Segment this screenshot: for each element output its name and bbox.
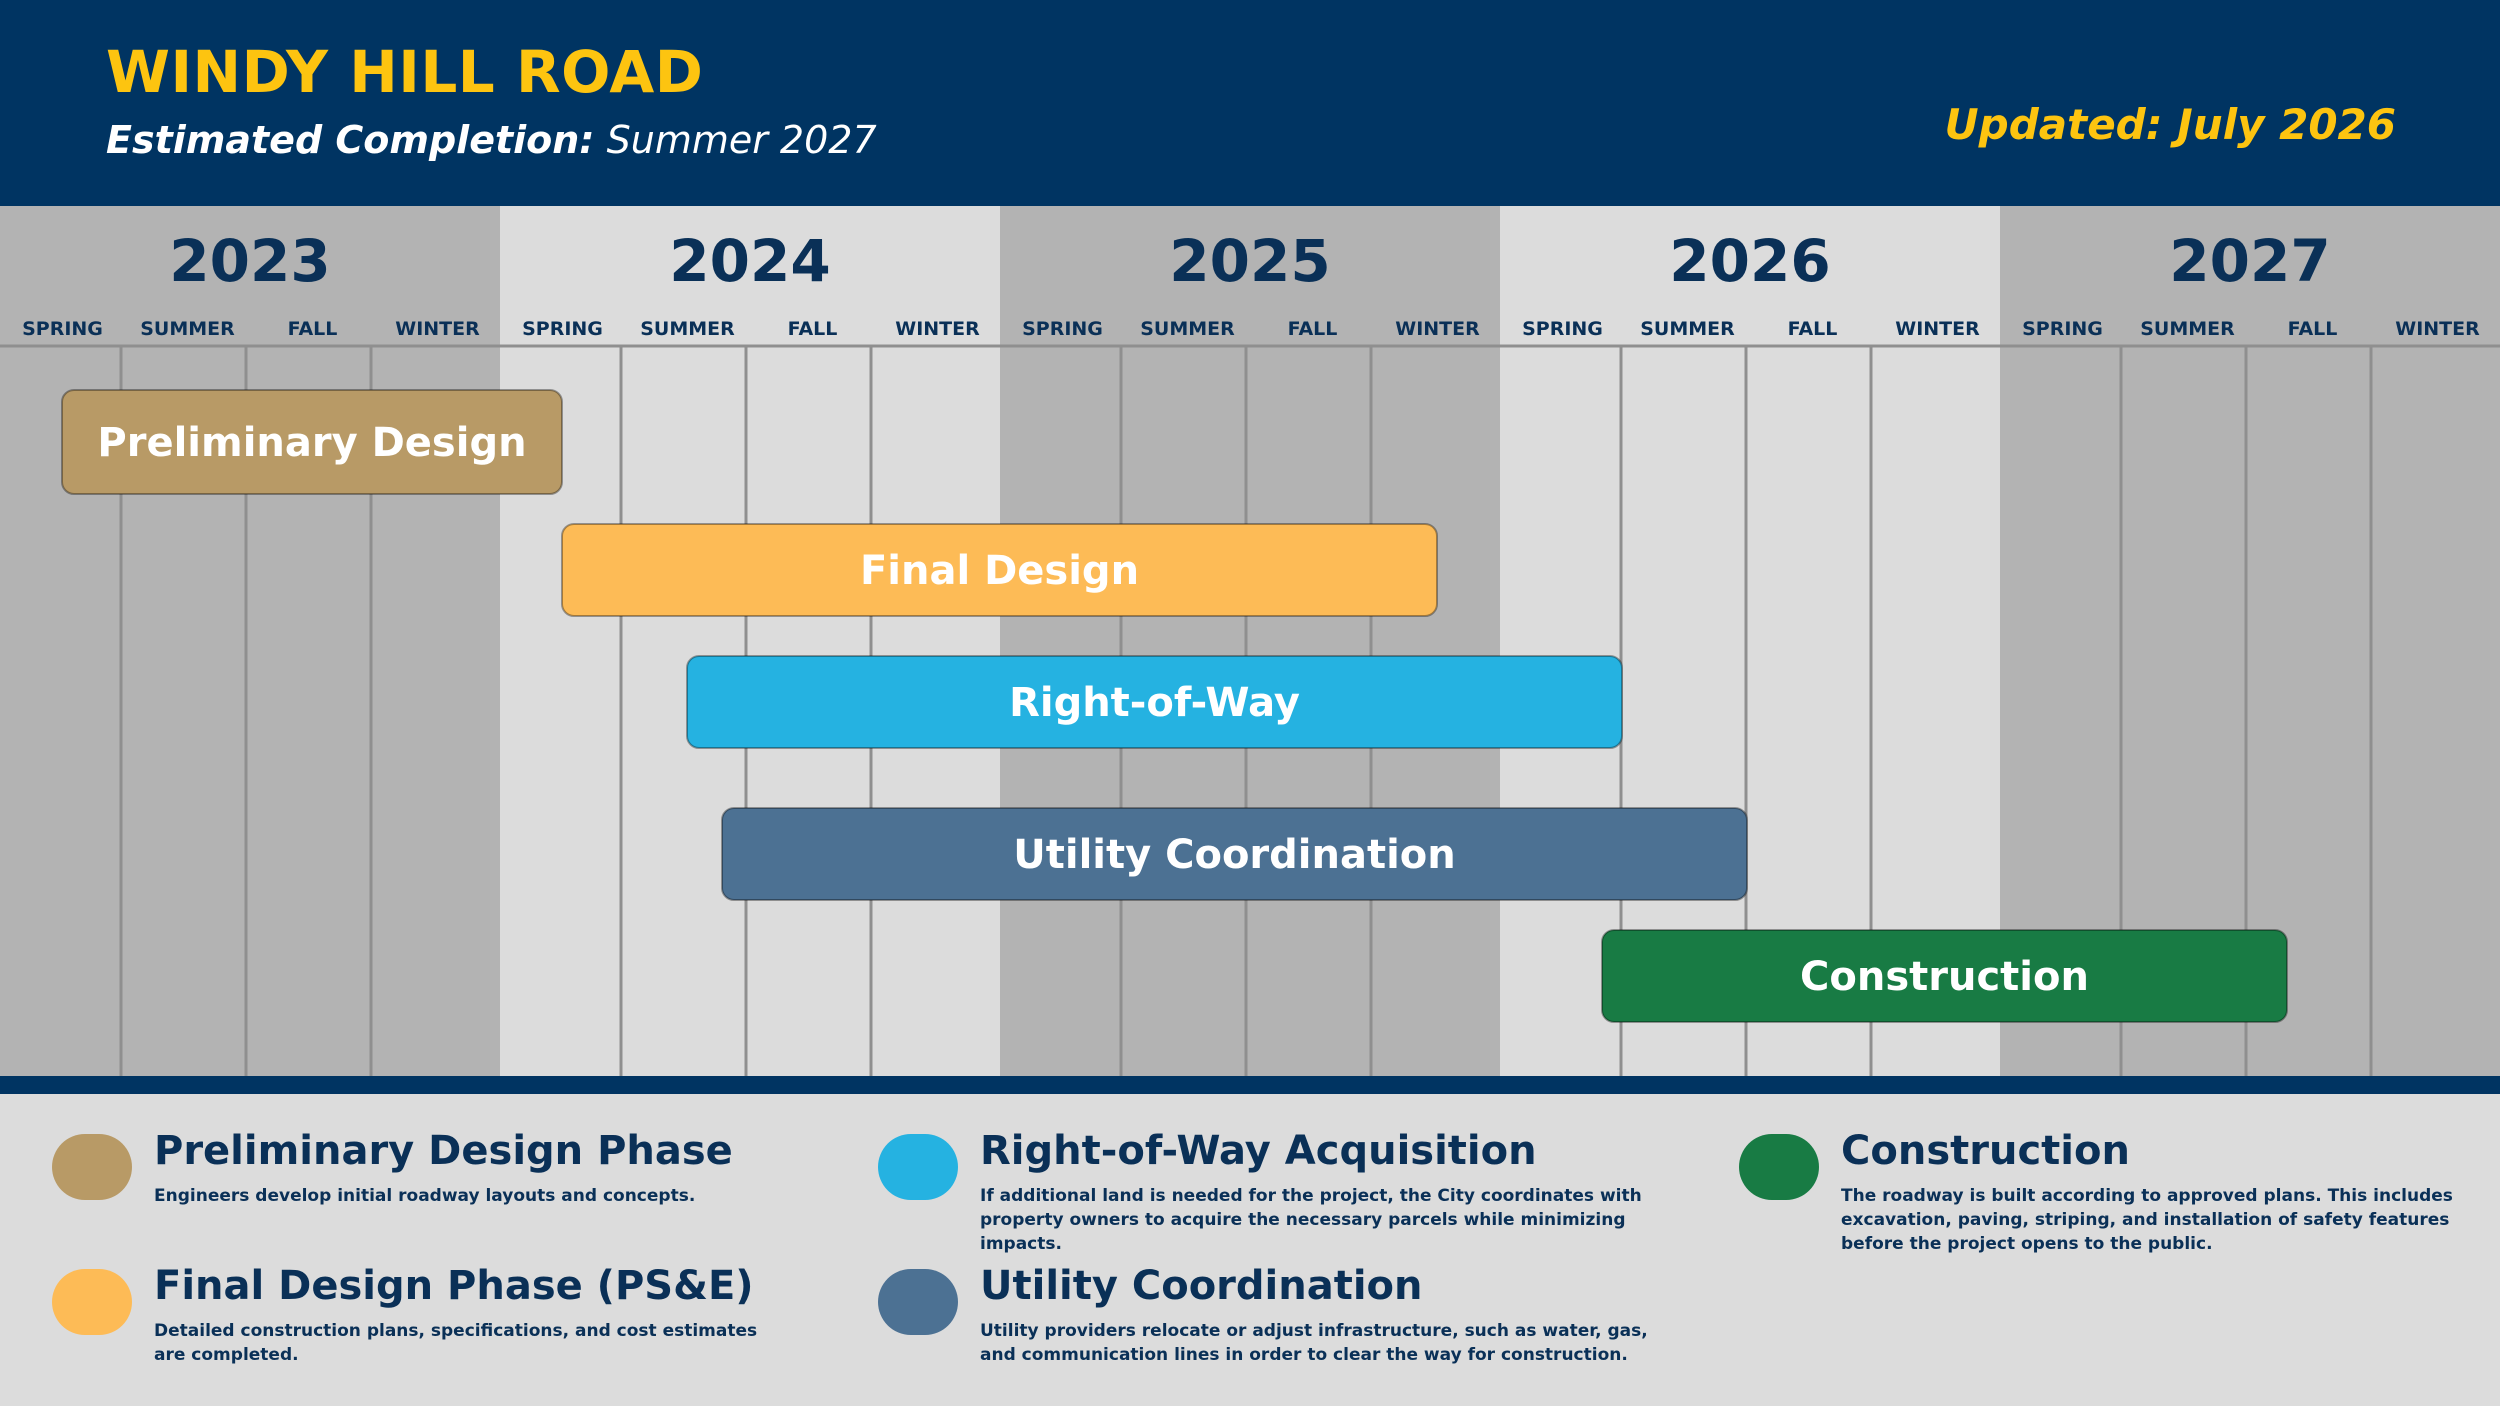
legend-swatch-construction [1739, 1134, 1819, 1200]
completion-label: Estimated Completion: [106, 118, 595, 162]
legend-description: Engineers develop initial roadway layout… [154, 1186, 696, 1206]
season-label: SPRING [1522, 318, 1603, 340]
season-label: SUMMER [1640, 318, 1735, 340]
task-bar-label: Construction [1800, 954, 2089, 1000]
task-bar [686, 655, 1623, 749]
legend-description: Utility providers relocate or adjust inf… [980, 1321, 1648, 1365]
season-label: SPRING [22, 318, 103, 340]
task-bar-label: Preliminary Design [97, 420, 526, 466]
legend: Preliminary Design Phase Engineers devel… [0, 1094, 2500, 1406]
header: WINDY HILL ROAD Estimated Completion: Su… [0, 0, 2500, 206]
legend-title: Utility Coordination [980, 1263, 1423, 1309]
task-bar [721, 807, 1748, 901]
legend-swatch-preliminary-design [52, 1134, 132, 1200]
season-label: SUMMER [640, 318, 735, 340]
season-label: SUMMER [2140, 318, 2235, 340]
year-label: 2027 [2169, 227, 2330, 295]
completion-value: Summer 2027 [606, 118, 877, 162]
season-label: FALL [1288, 318, 1338, 340]
season-label: SUMMER [140, 318, 235, 340]
season-label: FALL [1788, 318, 1838, 340]
season-label: SPRING [1022, 318, 1103, 340]
legend-description: If additional land is needed for the pro… [980, 1186, 1642, 1254]
season-label: FALL [288, 318, 338, 340]
season-label: FALL [788, 318, 838, 340]
season-label: WINTER [1395, 318, 1480, 340]
season-label: SUMMER [1140, 318, 1235, 340]
task-bar [561, 523, 1438, 617]
page-title: WINDY HILL ROAD [106, 38, 704, 106]
year-band [1000, 206, 1501, 1076]
chart-bottom-band [0, 1076, 2500, 1094]
legend-description: The roadway is built according to approv… [1841, 1186, 2453, 1254]
updated-date: Updated: July 2026 [1944, 100, 2396, 149]
season-label: WINTER [2395, 318, 2480, 340]
task-bar [61, 389, 563, 495]
season-label: WINTER [895, 318, 980, 340]
year-label: 2025 [1169, 227, 1330, 295]
season-label: WINTER [1895, 318, 1980, 340]
legend-swatch-right-of-way [878, 1134, 958, 1200]
season-label: FALL [2288, 318, 2338, 340]
year-band [0, 206, 501, 1076]
legend-title: Construction [1841, 1128, 2130, 1174]
task-bar-label: Right-of-Way [1009, 680, 1300, 726]
season-label: SPRING [522, 318, 603, 340]
year-label: 2024 [669, 227, 830, 295]
legend-title: Final Design Phase (PS&E) [154, 1263, 754, 1309]
task-bar-label: Final Design [860, 548, 1139, 594]
year-band [500, 206, 1001, 1076]
season-label: SPRING [2022, 318, 2103, 340]
task-bar [1601, 929, 2288, 1023]
completion-text: Estimated Completion: Summer 2027 [106, 118, 877, 162]
year-label: 2026 [1669, 227, 1830, 295]
season-label: WINTER [395, 318, 480, 340]
legend-title: Preliminary Design Phase [154, 1128, 733, 1174]
year-label: 2023 [169, 227, 330, 295]
legend-swatch-final-design [52, 1269, 132, 1335]
task-bar-label: Utility Coordination [1013, 832, 1456, 878]
legend-swatch-utility-coordination [878, 1269, 958, 1335]
legend-title: Right-of-Way Acquisition [980, 1128, 1537, 1174]
legend-description: Detailed construction plans, specificati… [154, 1321, 758, 1365]
